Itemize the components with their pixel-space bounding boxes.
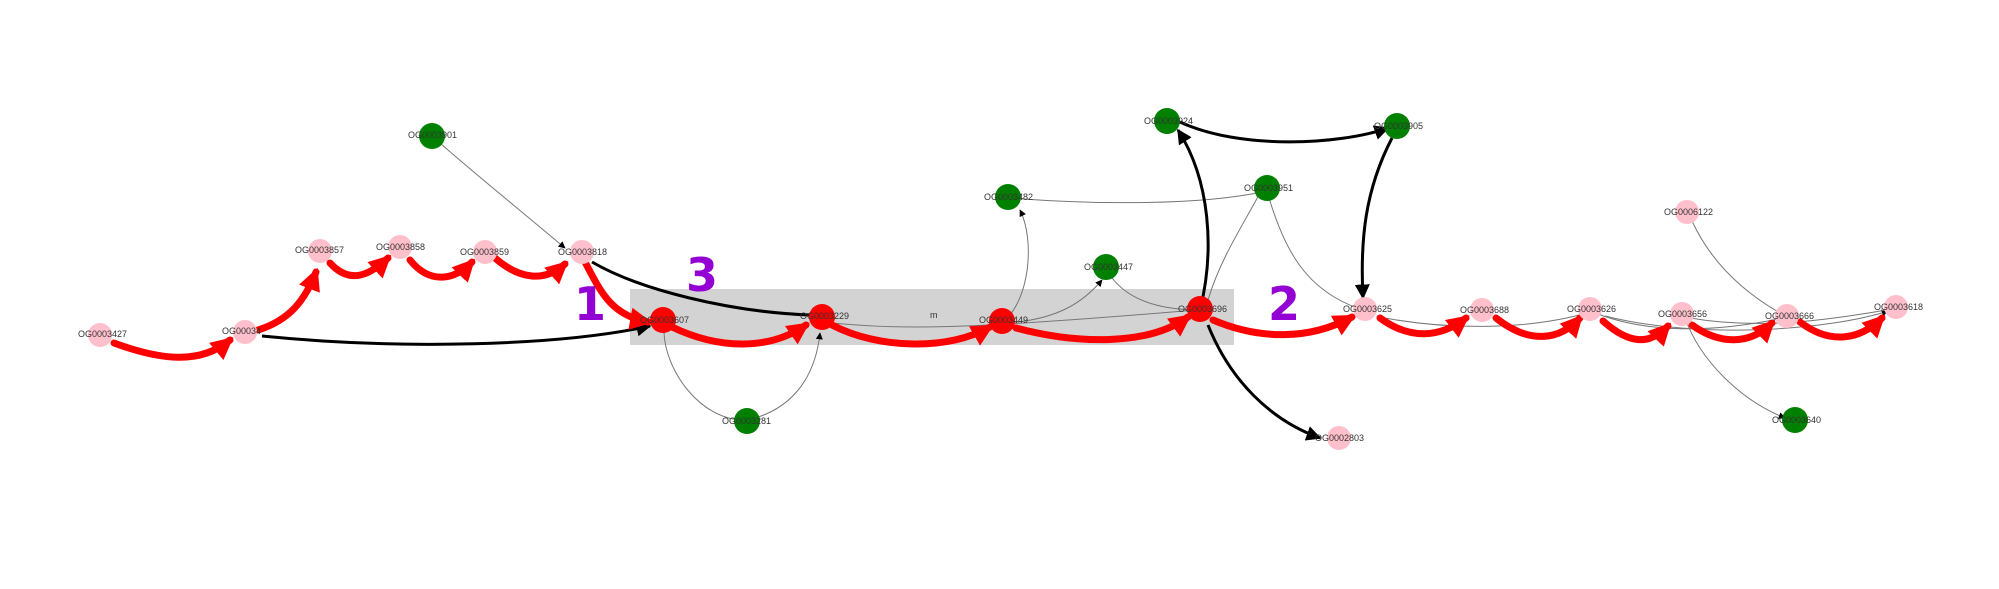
edge-3951-3625 (1267, 194, 1361, 310)
node-og0003640[interactable] (1782, 407, 1808, 433)
label-og0003818: OG0003818 (558, 247, 607, 257)
label-og0003281: OG0003281 (722, 416, 771, 426)
node-og0003229[interactable] (809, 304, 835, 330)
path-edge-3696-3625 (1209, 313, 1356, 339)
label-og0003859: OG0003859 (460, 247, 509, 257)
highlighted-path (110, 254, 1886, 361)
edge-3626-3618-b (1604, 309, 1889, 331)
label-og0002803: OG0002803 (1315, 433, 1364, 443)
label-og0003901: OG0003901 (408, 130, 457, 140)
node-og0003281[interactable] (734, 408, 760, 434)
node-labels: OG0003427 OG00034 OG0003857 OG0003858 OG… (78, 116, 1923, 443)
edge-3924-3905 (1179, 120, 1390, 144)
label-og0003607: OG0003607 (640, 315, 689, 325)
edge-3818-3229 (591, 260, 811, 317)
path-edge-3688-3626 (1492, 314, 1584, 340)
edge-6122-3666 (1691, 220, 1781, 314)
label-og0003229: OG0003229 (800, 311, 849, 321)
edge-3229-3696 (821, 309, 1197, 328)
label-og0003625: OG0003625 (1343, 304, 1392, 314)
path-edge-3626-3656 (1599, 317, 1672, 347)
label-og0003857: OG0003857 (295, 245, 344, 255)
node-og0003858[interactable] (388, 235, 412, 259)
marker-3: 3 (686, 248, 718, 302)
node-og0003449[interactable] (989, 308, 1015, 334)
label-og0003688: OG0003688 (1460, 305, 1509, 315)
edge-3696-2803 (1206, 324, 1322, 441)
node-og0003688[interactable] (1470, 298, 1494, 322)
path-edge-3449-3696 (1012, 313, 1192, 344)
edge-34-3607 (261, 321, 652, 346)
label-og0003447: OG0003447 (1084, 262, 1133, 272)
path-edge-3859-3818 (491, 254, 569, 285)
path-edge-34-3857 (254, 267, 320, 334)
edge-3656-3640 (1684, 317, 1786, 419)
label-og0003449: OG0003449 (979, 315, 1028, 325)
node-og0003857[interactable] (308, 239, 332, 263)
node-og0003818[interactable] (570, 240, 594, 264)
path-edge-3427-34 (110, 336, 234, 361)
edge-3281-3229 (747, 332, 823, 421)
node-og0003626[interactable] (1578, 297, 1602, 321)
label-og0003656: OG0003656 (1658, 309, 1707, 319)
annotation-markers: 1 3 2 (574, 248, 1300, 331)
marker-1: 1 (574, 277, 606, 331)
path-edge-3666-3618 (1796, 314, 1886, 341)
node-og0002803[interactable] (1327, 426, 1351, 450)
black-edges (261, 120, 1394, 441)
path-edge-3607-3229 (668, 321, 810, 348)
node-og00034[interactable] (233, 320, 257, 344)
edge-3482-3951 (1009, 189, 1263, 204)
label-og0006122: OG0006122 (1664, 207, 1713, 217)
node-og0003951[interactable] (1254, 175, 1280, 201)
label-og0003696: OG0003696 (1178, 304, 1227, 314)
edge-3696-3924 (1176, 128, 1210, 311)
node-og0003607[interactable] (650, 307, 676, 333)
path-edge-3625-3688 (1376, 314, 1470, 338)
node-og0003656[interactable] (1670, 302, 1694, 326)
label-og0003618: OG0003618 (1874, 302, 1923, 312)
label-og0003640: OG0003640 (1772, 415, 1821, 425)
path-edge-3818-3607 (581, 258, 653, 330)
label-og0003666: OG0003666 (1765, 311, 1814, 321)
nodes (88, 108, 1908, 450)
edge-3901-3818 (431, 135, 566, 249)
label-og0003427: OG0003427 (78, 329, 127, 339)
path-edge-3656-3666 (1688, 319, 1776, 344)
edge-3905-3625 (1354, 137, 1394, 300)
node-og0006122[interactable] (1675, 200, 1699, 224)
edge-3607-3281 (663, 331, 745, 421)
path-edge-3857-3858 (326, 254, 392, 280)
node-og0003618[interactable] (1884, 295, 1908, 319)
label-og0003905: OG0003905 (1374, 121, 1423, 131)
node-og0003427[interactable] (88, 323, 112, 347)
node-og0003447[interactable] (1093, 254, 1119, 280)
node-og0003901[interactable] (419, 123, 445, 149)
path-edge-3229-3449 (828, 321, 994, 348)
node-og0003625[interactable] (1353, 297, 1377, 321)
node-og0003924[interactable] (1154, 108, 1180, 134)
node-og0003905[interactable] (1384, 113, 1410, 139)
edge-3449-3447 (1004, 279, 1103, 324)
label-og0003858: OG0003858 (376, 242, 425, 252)
node-og0003696[interactable] (1187, 296, 1213, 322)
path-edge-3858-3859 (406, 256, 476, 283)
label-og00034: OG00034 (222, 326, 261, 336)
label-og0003482: OG0003482 (984, 192, 1033, 202)
label-og0003626: OG0003626 (1567, 304, 1616, 314)
node-og0003482[interactable] (995, 184, 1021, 210)
label-og0003951: OG0003951 (1244, 183, 1293, 193)
label-og0003924: OG0003924 (1144, 116, 1193, 126)
marker-2: 2 (1268, 277, 1300, 331)
thin-edges (431, 135, 1893, 421)
edge-3696-3951 (1207, 192, 1261, 301)
node-og0003859[interactable] (473, 240, 497, 264)
node-og0003666[interactable] (1775, 304, 1799, 328)
module-label: m (930, 310, 938, 320)
